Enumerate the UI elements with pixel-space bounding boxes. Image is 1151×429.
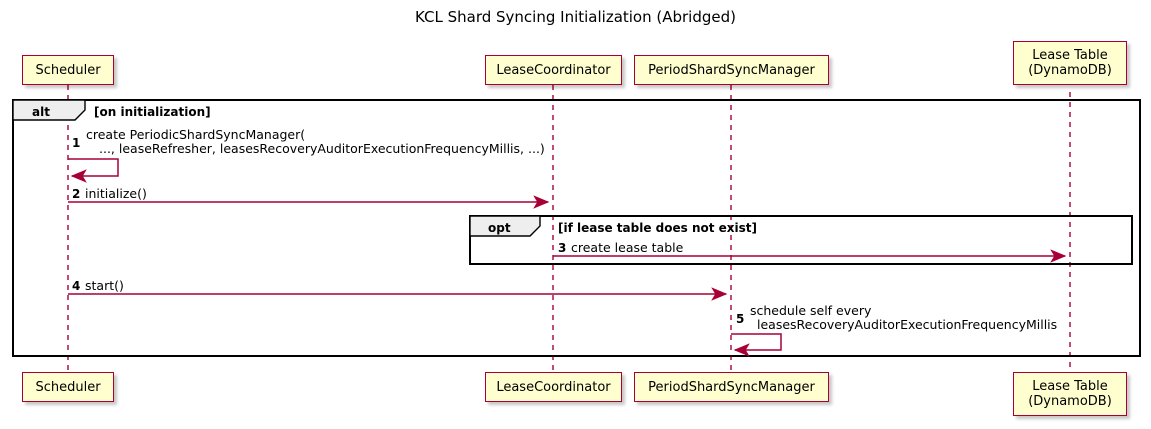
fragment-opt-guard: [if lease table does not exist] [558, 221, 758, 235]
participant-label: PeriodShardSyncManager [648, 62, 815, 78]
participant-label: Scheduler [35, 62, 101, 78]
message-1-number: 1 [72, 136, 81, 150]
fragment-alt-guard: [on initialization] [94, 105, 211, 119]
participant-lease-table-bottom[interactable]: Lease Table (DynamoDB) [1013, 372, 1127, 416]
participant-period-shard-sync-manager-top[interactable]: PeriodShardSyncManager [634, 55, 829, 85]
message-4-number: 4 [72, 279, 81, 293]
participant-scheduler-top[interactable]: Scheduler [22, 55, 114, 85]
participant-scheduler-bottom[interactable]: Scheduler [22, 372, 114, 402]
fragment-alt [12, 99, 1141, 357]
participant-label: LeaseCoordinator [496, 379, 611, 395]
fragment-alt-border [12, 99, 1141, 357]
message-5-arrow [731, 333, 782, 357]
participant-lease-coordinator-bottom[interactable]: LeaseCoordinator [485, 372, 622, 402]
participant-label-line2: (DynamoDB) [1028, 63, 1112, 78]
message-4-label: start() [85, 278, 124, 293]
message-1-label-line1: create PeriodicShardSyncManager( [86, 127, 306, 142]
fragment-opt-label-tab [469, 215, 541, 237]
fragment-opt-label: opt [488, 221, 511, 235]
message-3-label: create lease table [571, 240, 684, 255]
participant-label: LeaseCoordinator [496, 62, 611, 78]
message-5-label-line2: leasesRecoveryAuditorExecutionFrequencyM… [757, 317, 1058, 332]
participant-label-line1: Lease Table [1032, 379, 1108, 394]
lifelines [67, 85, 1071, 372]
participant-period-shard-sync-manager-bottom[interactable]: PeriodShardSyncManager [634, 372, 829, 402]
participant-label: PeriodShardSyncManager [648, 379, 815, 395]
fragment-alt-label: alt [32, 105, 50, 119]
participant-label: Scheduler [35, 379, 101, 395]
page-title: KCL Shard Syncing Initialization (Abridg… [415, 8, 736, 26]
message-3-number: 3 [558, 241, 567, 255]
participant-lease-coordinator-top[interactable]: LeaseCoordinator [485, 55, 622, 85]
message-2-label: initialize() [85, 186, 147, 201]
message-1-arrow [68, 158, 119, 183]
participant-label-line2: (DynamoDB) [1028, 394, 1112, 409]
fragment-opt [469, 215, 1133, 265]
participant-label-line1: Lease Table [1032, 48, 1108, 63]
message-5-number: 5 [736, 312, 745, 326]
fragment-alt-label-tab [12, 99, 86, 121]
message-2-number: 2 [72, 187, 81, 201]
participant-lease-table-top[interactable]: Lease Table (DynamoDB) [1013, 41, 1127, 85]
message-1-label-line2: ..., leaseRefresher, leasesRecoveryAudit… [99, 141, 545, 156]
fragment-opt-border [469, 215, 1133, 265]
message-5-label-line1: schedule self every [750, 303, 872, 318]
